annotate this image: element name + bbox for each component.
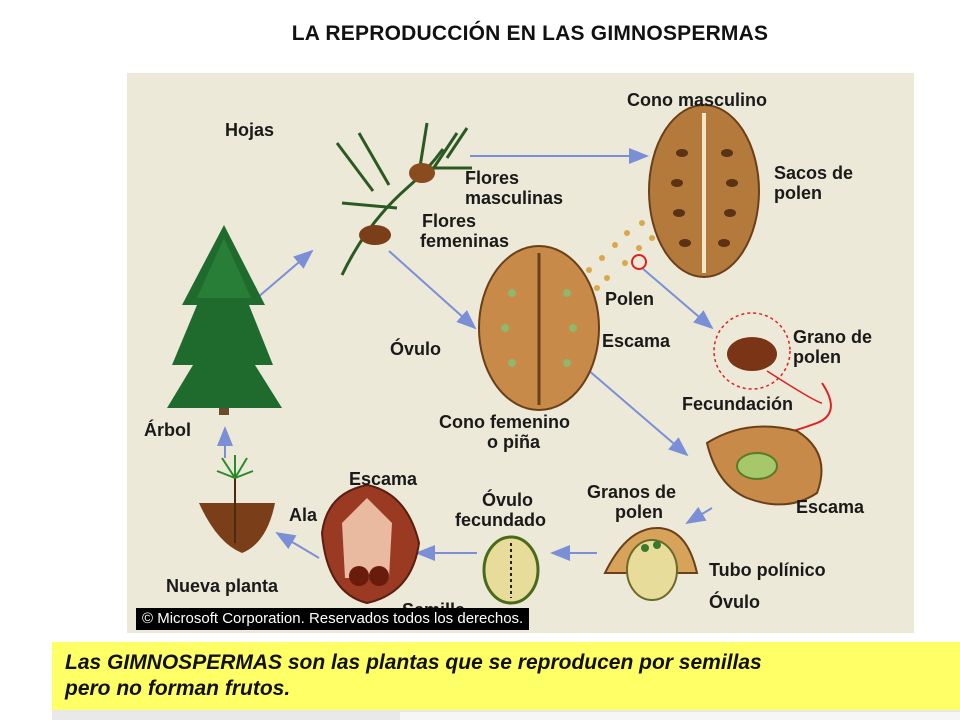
female-cone-drawing xyxy=(478,245,600,411)
label-nueva-planta: Nueva planta xyxy=(166,576,279,596)
definition-note: Las GIMNOSPERMAS son las plantas que se … xyxy=(52,642,960,710)
page-title: LA REPRODUCCIÓN EN LAS GIMNOSPERMAS xyxy=(291,22,769,45)
label-escama-semilla: Escama xyxy=(349,469,418,489)
label-flores-femeninas-1: Flores xyxy=(422,211,477,231)
label-ala: Ala xyxy=(289,505,318,525)
note-line-1: Las GIMNOSPERMAS son las plantas que se … xyxy=(65,651,762,674)
label-ovulo-fecundado-1: Óvulo xyxy=(482,490,534,510)
label-cono-femenino-2: o piña xyxy=(487,432,540,452)
life-cycle-illustration xyxy=(167,104,832,605)
bottom-strip-light xyxy=(400,712,960,720)
seed-scale-drawing xyxy=(320,483,421,605)
male-cone-drawing xyxy=(648,104,760,278)
branch-drawing xyxy=(335,122,472,276)
label-flores-femeninas-2: femeninas xyxy=(420,231,510,251)
fecundation-drawing xyxy=(705,425,823,506)
tree-drawing xyxy=(167,225,282,415)
pollen-highlight xyxy=(631,254,647,270)
copyright-bar: © Microsoft Corporation. Reservados todo… xyxy=(136,608,530,630)
label-escama-cono: Escama xyxy=(602,331,671,351)
label-sacos-1: Sacos de xyxy=(774,163,854,183)
label-tubo-polinico: Tubo polínico xyxy=(709,560,826,580)
label-granos-2: polen xyxy=(615,502,663,522)
note-text: Las GIMNOSPERMAS son las plantas que se … xyxy=(65,650,762,702)
label-escama-fecundacion: Escama xyxy=(796,497,865,517)
label-fecundacion: Fecundación xyxy=(682,394,794,414)
pollen-grain-drawing xyxy=(713,312,832,452)
label-arbol: Árbol xyxy=(144,420,191,440)
label-sacos-2: polen xyxy=(774,183,822,203)
label-grano-1: Grano de xyxy=(793,327,873,347)
label-granos-1: Granos de xyxy=(587,482,677,502)
label-hojas: Hojas xyxy=(225,120,275,140)
cycle-arrows xyxy=(217,148,714,561)
label-polen: Polen xyxy=(605,289,655,309)
label-cono-femenino-1: Cono femenino xyxy=(439,412,570,432)
label-grano-2: polen xyxy=(793,347,841,367)
seedling-drawing xyxy=(199,455,275,553)
label-ovulo: Óvulo xyxy=(390,339,442,359)
label-flores-masculinas-1: Flores xyxy=(465,168,520,188)
label-ovulo-fecundado-2: fecundado xyxy=(455,510,547,530)
fertilized-ovule-drawing xyxy=(482,535,540,605)
note-line-2: pero no forman frutos. xyxy=(65,677,291,700)
label-cono-masculino: Cono masculino xyxy=(627,90,768,110)
branch-cones xyxy=(359,163,435,245)
label-flores-masculinas-2: masculinas xyxy=(465,188,564,208)
pollen-ovule-drawing xyxy=(603,526,699,601)
diagram-panel: Hojas Flores masculinas Flores femeninas… xyxy=(127,73,914,633)
label-ovulo-bottom: Óvulo xyxy=(709,592,761,612)
